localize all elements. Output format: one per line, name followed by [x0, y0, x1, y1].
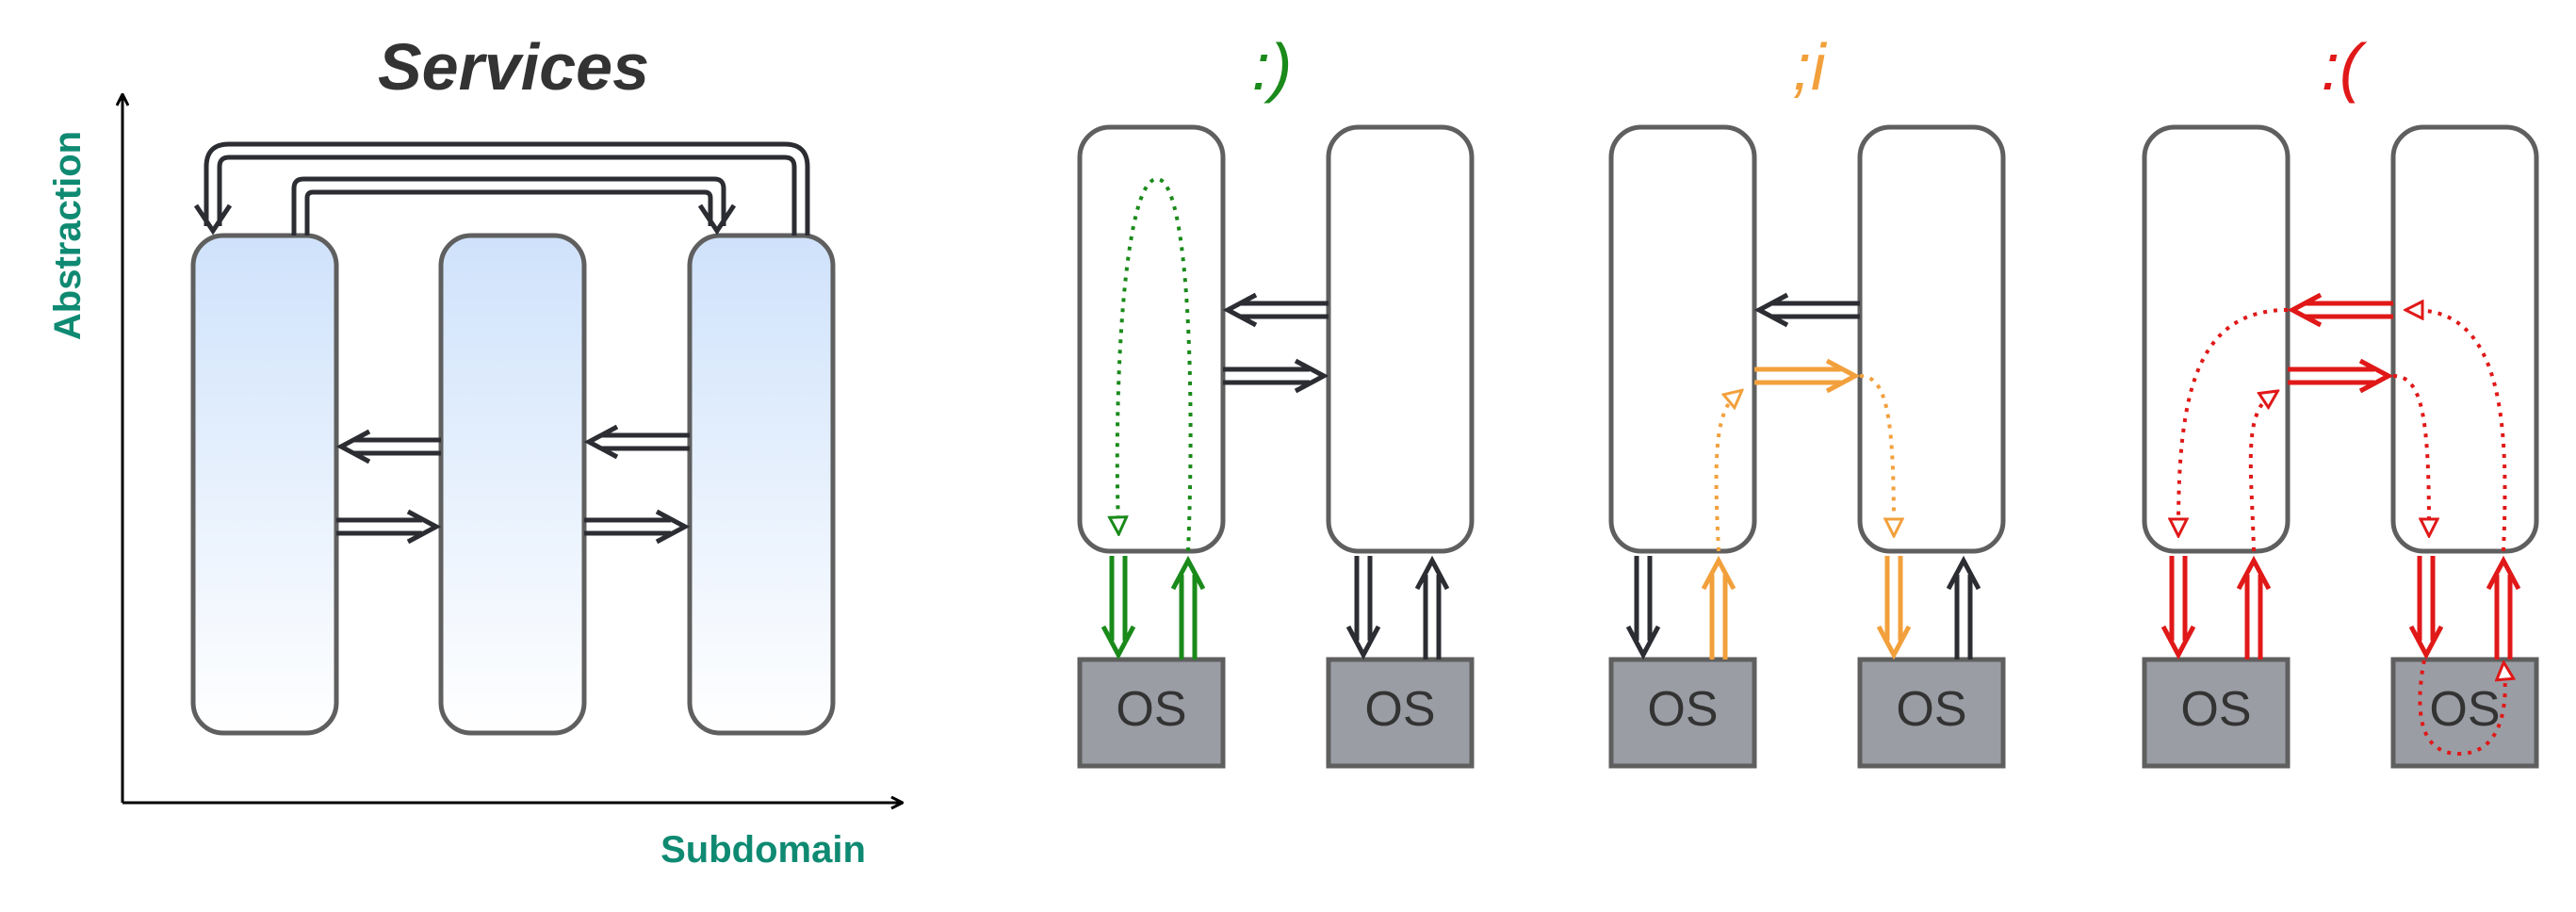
- os-box-left: [2142, 657, 2291, 769]
- service-box-right: [1326, 124, 1475, 554]
- os-box-right: [1857, 657, 2006, 769]
- os-box-left: [1077, 657, 1226, 769]
- service-box-1: [190, 233, 339, 736]
- neutral-arrows: [1222, 292, 1450, 660]
- service-box-3: [687, 233, 836, 736]
- service-arrows-between: [335, 424, 691, 545]
- service-box-left: [1608, 124, 1757, 554]
- service-box-left: [1077, 124, 1226, 554]
- panel-neutral: ;i OS OS: [1608, 30, 2006, 769]
- os-box-right: [1326, 657, 1475, 769]
- neutral-arrows: [1625, 292, 1981, 660]
- panel-happy: :) OS OS: [1077, 30, 1475, 769]
- red-arrows: [2160, 292, 2521, 660]
- os-label-right: OS: [2429, 682, 2500, 737]
- os-label-left: OS: [2180, 682, 2251, 737]
- green-dotted-loop: [1117, 176, 1193, 552]
- service-box-left: [2142, 124, 2291, 554]
- os-label-right: OS: [1364, 682, 1435, 737]
- service-loop-arrow-inner: [291, 176, 737, 236]
- os-box-left: [1608, 657, 1757, 769]
- os-label-left: OS: [1116, 682, 1186, 737]
- panel-sad: :( OS OS: [2142, 30, 2539, 769]
- face-neutral: ;i: [1793, 30, 1828, 104]
- face-sad: :(: [2322, 30, 2368, 104]
- orange-arrows: [1701, 358, 1912, 660]
- x-axis-label: Subdomain: [660, 829, 866, 871]
- services-panel: Services Abstraction Subdomain: [47, 30, 903, 871]
- service-box-right: [2390, 124, 2539, 554]
- service-box-right: [1857, 124, 2006, 554]
- y-axis-label: Abstraction: [47, 131, 89, 340]
- service-loop-arrow-outer: [193, 141, 810, 236]
- os-label-right: OS: [1896, 682, 1966, 737]
- face-happy: :): [1252, 30, 1293, 104]
- os-label-left: OS: [1647, 682, 1718, 737]
- red-dotted-paths: [2178, 310, 2505, 757]
- services-title: Services: [378, 30, 649, 104]
- green-os-arrows: [1101, 555, 1206, 660]
- service-box-2: [438, 233, 587, 736]
